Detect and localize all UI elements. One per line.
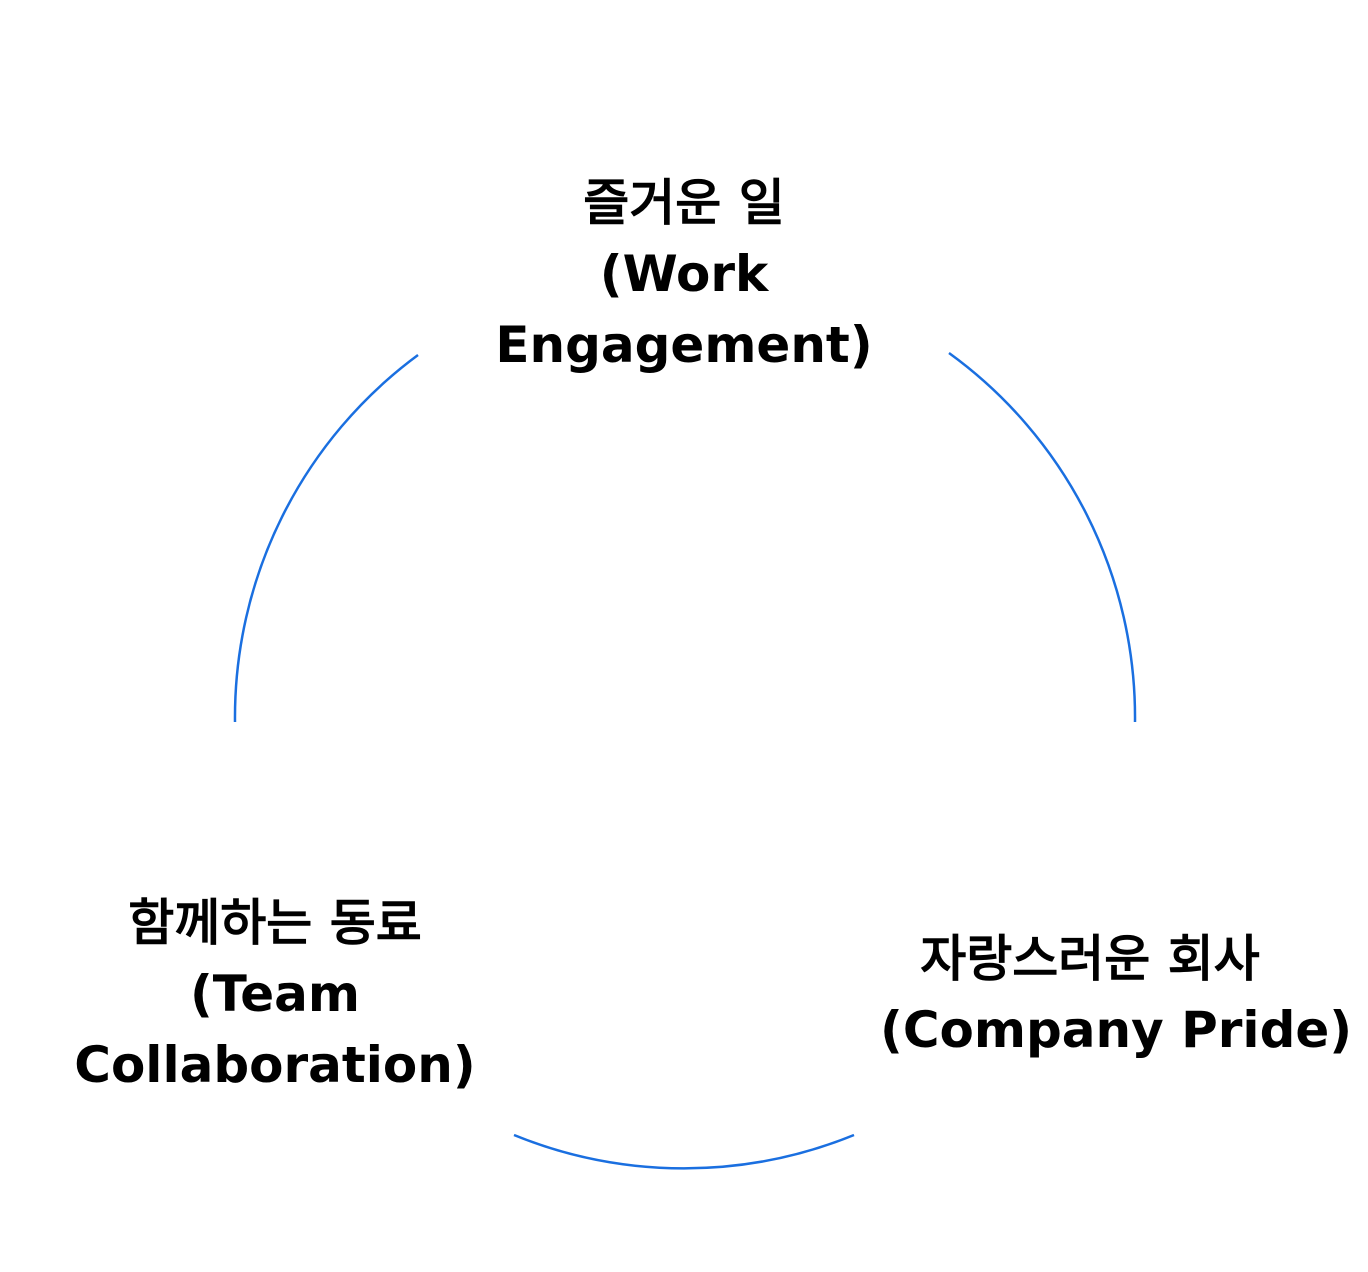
arc-left — [233, 353, 419, 723]
node-subtitle-line: Engagement) — [495, 316, 873, 374]
node-subtitle-line: Collaboration) — [74, 1036, 476, 1094]
node-title: 즐거운 일 — [583, 174, 785, 232]
node-work-engagement: 즐거운 일 (Work Engagement) — [484, 168, 884, 381]
node-title: 자랑스러운 회사 — [920, 930, 1260, 988]
arc-right — [948, 351, 1137, 723]
arc-bottom — [513, 1133, 855, 1170]
node-title: 함께하는 동료 — [128, 894, 422, 952]
node-team-collaboration: 함께하는 동료 (Team Collaboration) — [60, 888, 490, 1101]
node-subtitle-line: (Team — [189, 965, 361, 1023]
node-company-pride: 자랑스러운 회사 (Company Pride) — [880, 924, 1353, 1066]
node-subtitle-line: (Company Pride) — [880, 1001, 1353, 1059]
node-subtitle-line: (Work — [599, 245, 769, 303]
